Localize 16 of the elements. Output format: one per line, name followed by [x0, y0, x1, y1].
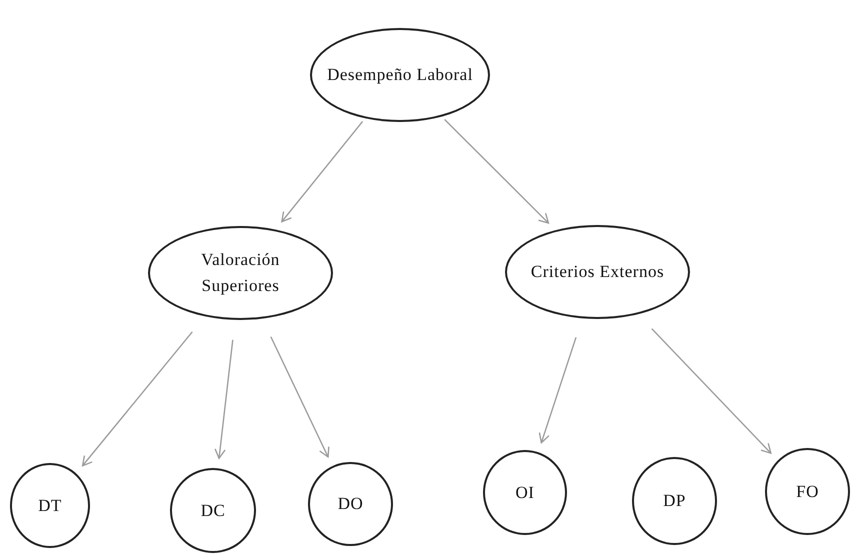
node-label: OI: [516, 482, 534, 504]
arrow: [444, 119, 550, 224]
arrow: [281, 121, 364, 222]
arrow: [538, 337, 577, 444]
node-label: Criterios Externos: [530, 261, 664, 283]
node-label: FO: [796, 480, 819, 502]
node-label: DO: [338, 493, 364, 515]
arrow: [270, 336, 330, 458]
node-label: Valoración Superiores: [200, 249, 281, 297]
arrow: [82, 331, 193, 466]
arrow: [651, 328, 772, 454]
arrow: [214, 340, 234, 459]
node-label: DT: [38, 494, 62, 516]
node-label: Desempeño Laboral: [327, 64, 473, 86]
node-label: DC: [200, 500, 226, 522]
node-label: DP: [663, 490, 686, 512]
